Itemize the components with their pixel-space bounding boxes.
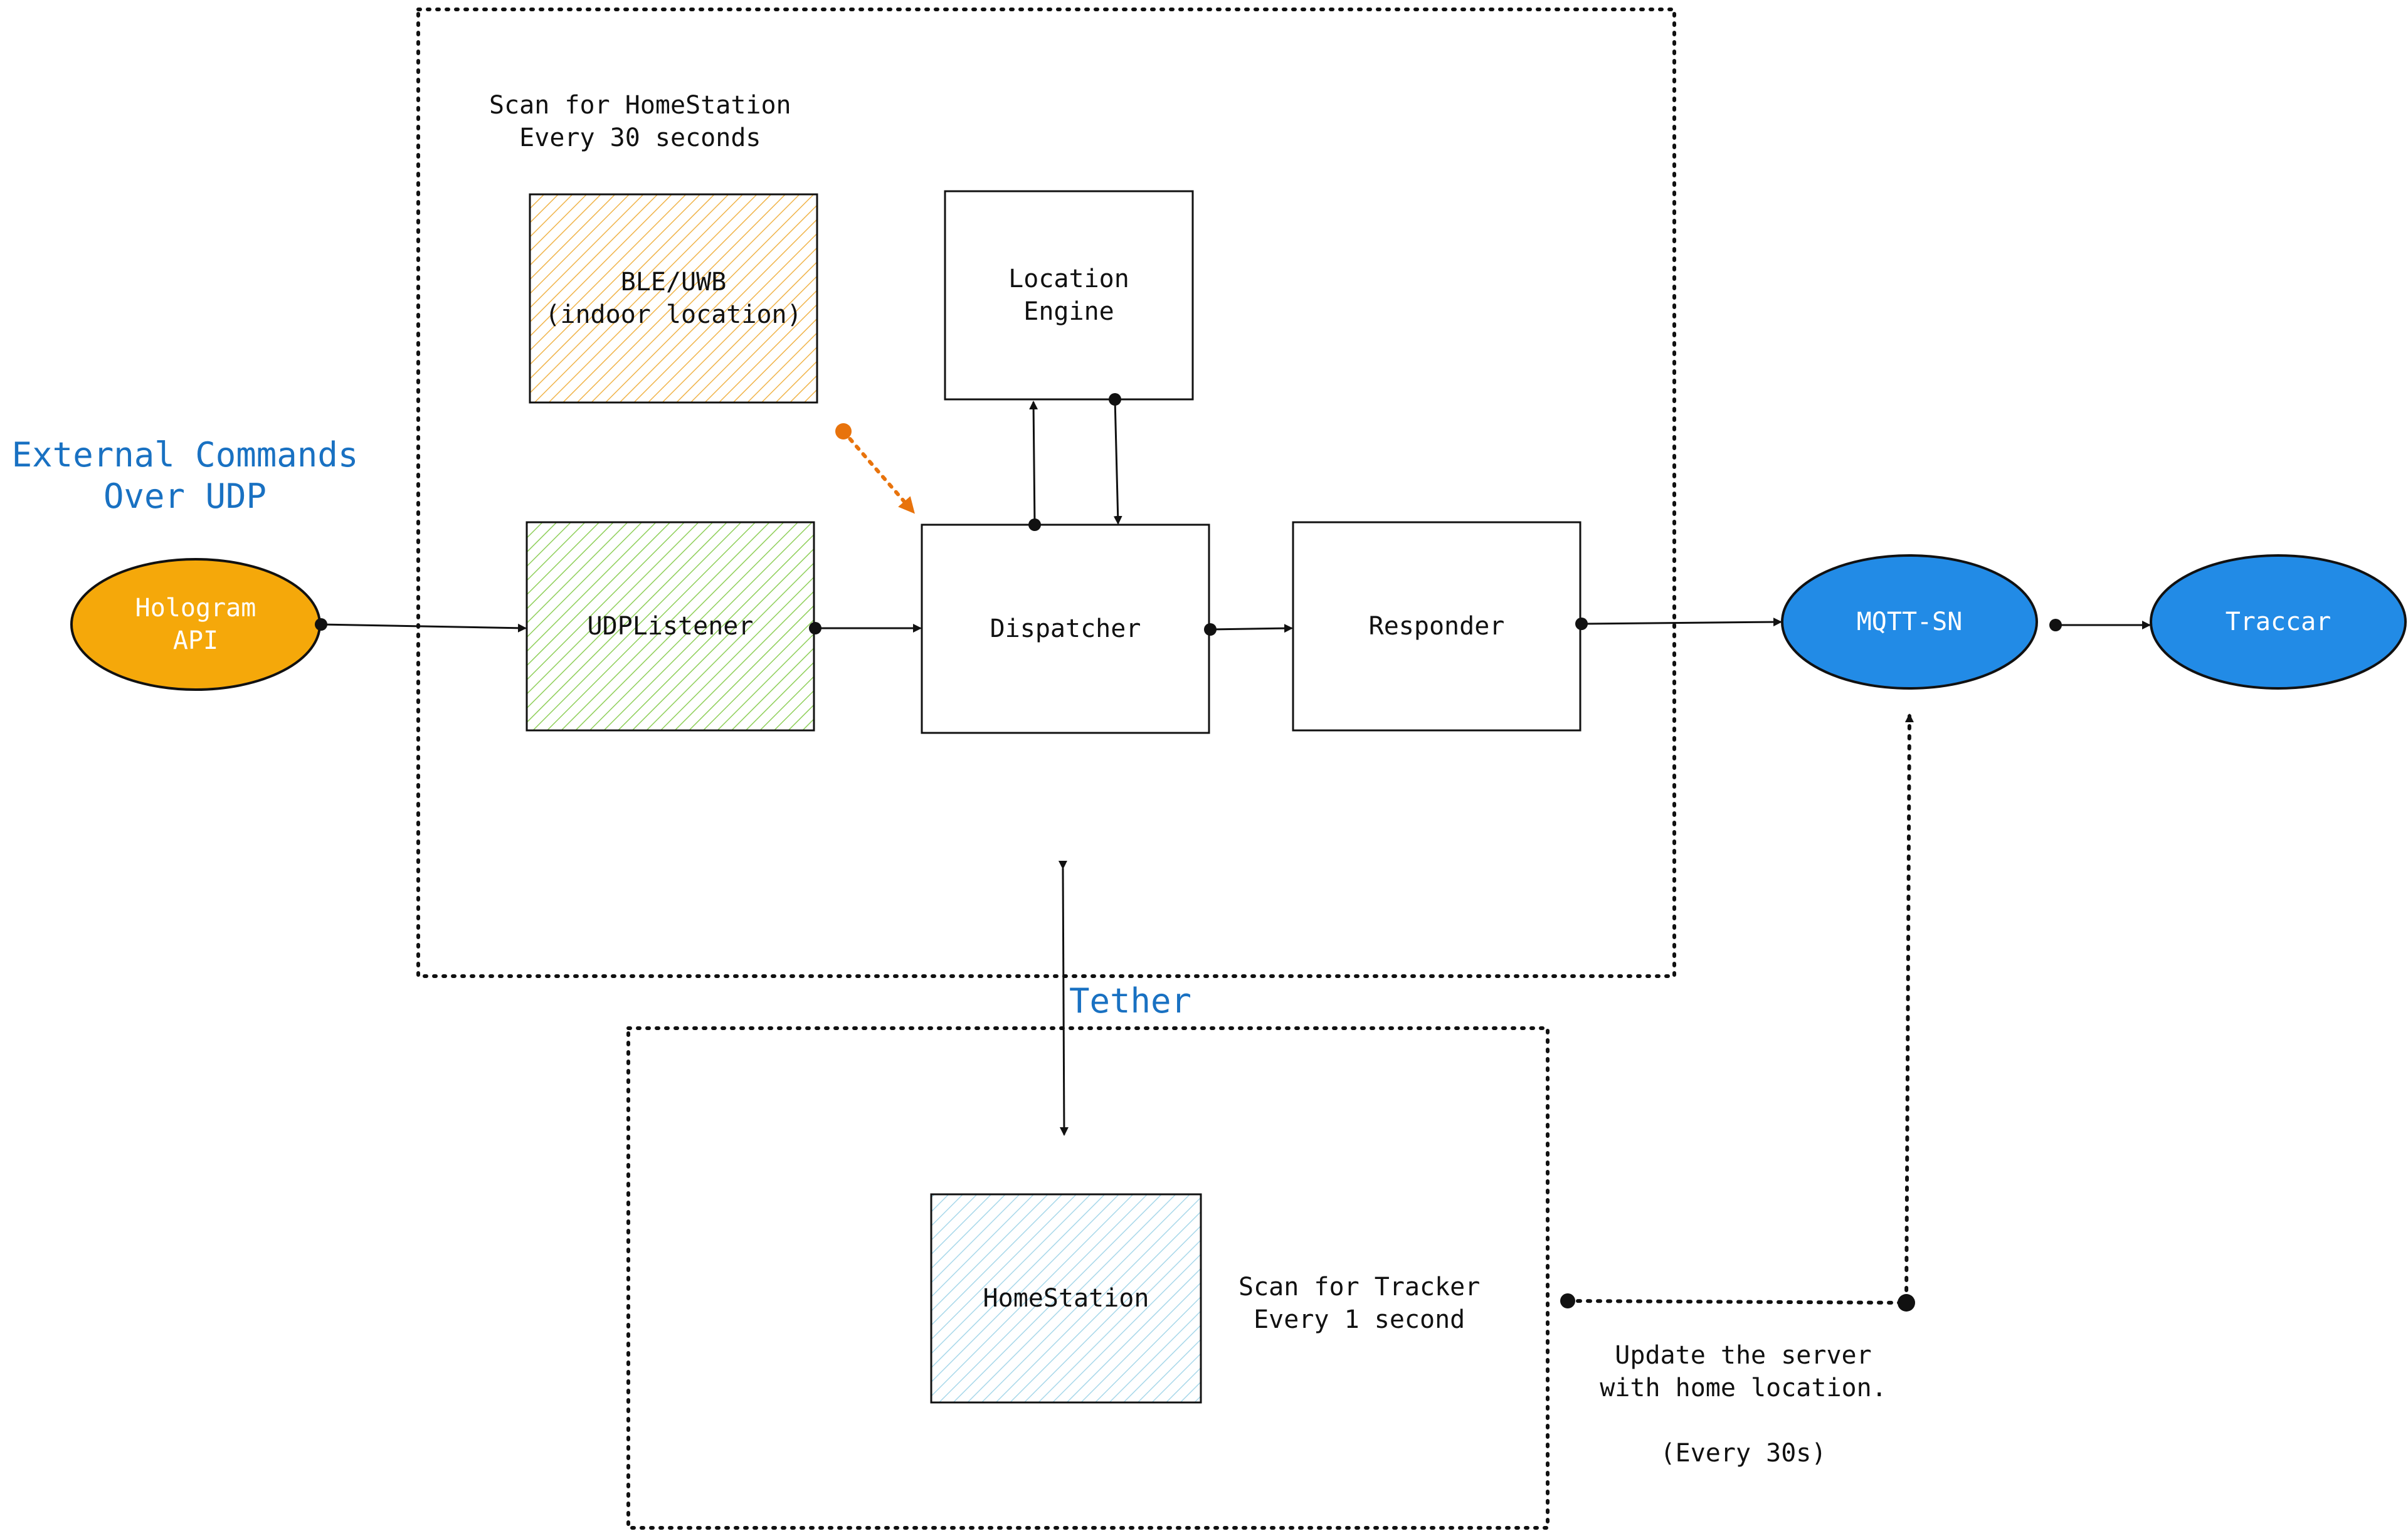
udp-listener-label: UDPListener: [587, 612, 754, 641]
ble-uwb-box: [529, 193, 818, 404]
mqtt-sn-ellipse: [1781, 554, 2038, 690]
dispatcher-label: Dispatcher: [990, 614, 1141, 643]
tether-label: Tether: [1069, 981, 1192, 1021]
responder-label: Responder: [1368, 612, 1505, 641]
homestation-label: HomeStation: [983, 1284, 1149, 1313]
udp-listener-box: [525, 521, 815, 732]
location-engine-label: Location Engine: [1008, 265, 1129, 326]
responder-to-mqtt-arrow: [1575, 618, 1782, 630]
ble-to-dispatcher-dotted-arrow: [835, 423, 915, 514]
ble-uwb-label: BLE/UWB (indoor location): [545, 268, 802, 329]
update-server-label: Update the server with home location. (E…: [1600, 1341, 1887, 1468]
location-engine-to-dispatcher-arrow: [1109, 393, 1122, 525]
homestation-to-mqtt-dotted-connector: [1560, 713, 1915, 1312]
dispatcher-to-location-engine-arrow: [1028, 401, 1041, 531]
lower-dotted-container: [626, 1026, 1550, 1530]
traccar-ellipse: [2150, 554, 2407, 690]
udplistener-to-dispatcher-arrow: [809, 622, 922, 634]
dispatcher-to-responder-arrow: [1204, 623, 1293, 636]
location-engine-box: [944, 190, 1194, 401]
hologram-to-udplistener-arrow: [315, 618, 527, 633]
homestation-box: [930, 1193, 1202, 1404]
mqtt-to-traccar-arrow: [2049, 619, 2151, 631]
upper-dotted-container: [416, 8, 1676, 978]
external-commands-label: External Commands Over UDP: [11, 435, 359, 516]
mqtt-sn-label: MQTT-SN: [1856, 608, 1963, 636]
hologram-api-label: Hologram API: [135, 594, 256, 655]
tether-bidirectional-arrow: [1058, 860, 1069, 1136]
scan-homestation-label: Scan for HomeStation Every 30 seconds: [489, 91, 791, 152]
traccar-label: Traccar: [2225, 608, 2331, 636]
scan-tracker-label: Scan for Tracker Every 1 second: [1238, 1273, 1481, 1334]
